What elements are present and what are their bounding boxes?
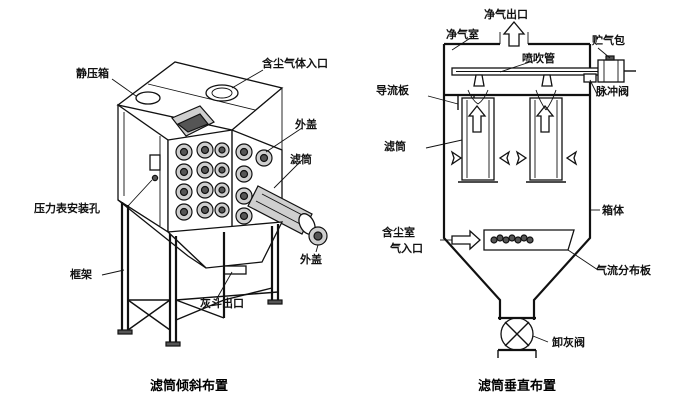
label-ash-discharge-valve: 卸灰阀 xyxy=(552,335,585,349)
inflow-arrow-1 xyxy=(450,150,463,166)
right-diagram: 净气出口 净气室 贮气包 喷吹管 导流板 脉冲阀 滤筒 箱体 含尘室 气入口 气… xyxy=(376,7,652,394)
label-outer-cover-bottom: 外盖 xyxy=(299,252,322,266)
left-diagram: 静压箱 含尘气体入口 外盖 滤筒 外盖 压力表安装孔 框架 灰斗出口 滤筒倾斜布… xyxy=(34,56,328,394)
nozzle-2 xyxy=(541,74,553,87)
dusty-gas-inlet-flange xyxy=(205,84,239,102)
left-leaders xyxy=(101,69,319,301)
pulse-jet xyxy=(535,89,557,111)
nozzle-1 xyxy=(473,74,485,87)
label-clean-air-chamber: 净气室 xyxy=(446,27,479,41)
caption-left: 滤筒倾斜布置 xyxy=(150,378,228,394)
ash-hopper-side xyxy=(117,199,207,269)
roof-opening xyxy=(135,91,161,105)
label-clean-gas-outlet: 净气出口 xyxy=(484,7,528,21)
dusty-gas-inlet-arrow xyxy=(451,229,481,251)
pressure-gauge-plate xyxy=(149,154,161,171)
pulse-valve xyxy=(583,73,597,83)
label-dusty-gas-inlet-left: 含尘气体入口 xyxy=(261,56,328,70)
label-pressure-gauge-hole: 压力表安装孔 xyxy=(34,201,100,215)
housing-outline xyxy=(442,44,592,320)
ash-hopper-outlet xyxy=(223,265,247,275)
label-ash-hopper-outlet: 灰斗出口 xyxy=(200,296,244,310)
clean-gas-outlet-arrow xyxy=(502,20,526,47)
inflow-arrow-4 xyxy=(565,150,578,166)
label-dusty-gas-inlet-line1: 含尘室 xyxy=(381,225,415,239)
cartridge-covers-left xyxy=(175,141,230,221)
airflow-up-2 xyxy=(535,104,555,133)
label-dusty-gas-inlet-line2: 气入口 xyxy=(389,241,423,255)
label-static-box: 静压箱 xyxy=(76,66,109,80)
label-housing: 箱体 xyxy=(602,203,625,217)
inflow-arrow-3 xyxy=(515,150,528,166)
airflow-up-1 xyxy=(467,104,487,133)
label-blow-pipe: 喷吹管 xyxy=(522,51,555,65)
label-pulse-valve: 脉冲阀 xyxy=(595,84,629,98)
support-frame xyxy=(117,202,283,347)
pressure-gauge-hole xyxy=(151,174,159,182)
label-filter-cartridge-right: 滤筒 xyxy=(384,139,406,153)
label-frame: 框架 xyxy=(70,267,92,281)
filter-cartridge-protruding xyxy=(247,185,328,246)
label-airflow-distribution-plate: 气流分布板 xyxy=(595,263,652,277)
label-guide-plate: 导流板 xyxy=(376,83,410,97)
label-outer-cover-top: 外盖 xyxy=(294,117,317,131)
cartridge-covers-right xyxy=(235,143,273,225)
air-tank xyxy=(597,59,625,83)
right-leaders xyxy=(425,36,611,343)
inflow-arrow-2 xyxy=(498,150,511,166)
label-air-tank: 贮气包 xyxy=(591,33,625,47)
caption-right: 滤筒垂直布置 xyxy=(478,378,556,394)
dust-particles xyxy=(490,234,534,244)
label-filter-cartridge-left: 滤筒 xyxy=(290,152,312,166)
